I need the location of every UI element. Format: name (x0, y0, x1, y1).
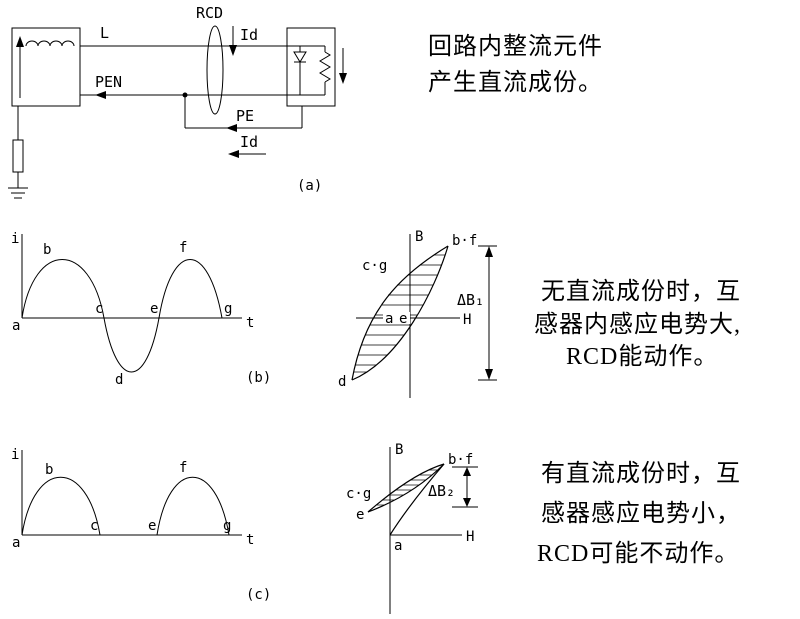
hys-c-B-label: B (395, 442, 403, 458)
ground-icon (8, 187, 28, 199)
up-arrow-icon (16, 36, 24, 47)
load-box (286, 27, 336, 107)
waveform-b: i t a b c d e f g (b) (11, 231, 271, 388)
note-c-line1: 有直流成份时，互 (541, 460, 741, 487)
caption-a: (a) (297, 178, 322, 194)
wave-c-pt-g: g (223, 518, 231, 534)
wave-b-pt-c: c (95, 301, 103, 317)
delta-b1-label: ΔB₁ (457, 291, 484, 309)
hysteresis-b: B H b·f c·g a e d ΔB₁ (338, 229, 497, 398)
note-a-line1: 回路内整流元件 (428, 33, 603, 60)
caption-c: (c) (246, 587, 271, 603)
note-c: 有直流成份时，互 感器感应电势小， RCD可能不动作。 (537, 460, 741, 567)
wave-b-pt-a: a (12, 318, 20, 334)
delta-b1-dimension: ΔB₁ (457, 245, 497, 381)
hys-b-d-label: d (338, 374, 346, 390)
hys-c-main-curve (389, 463, 445, 536)
wave-b-pt-d: d (115, 372, 123, 388)
sine-curve (21, 259, 223, 373)
origin-label-bg (383, 312, 410, 324)
up-arrow-icon (463, 467, 471, 476)
halfwave-hump-2 (156, 477, 230, 536)
wave-b-x-label: t (246, 315, 254, 331)
halfwave-hump-1 (21, 477, 101, 536)
hys-b-a-label: a (385, 311, 393, 327)
down-arrow-icon (485, 369, 493, 380)
down-arrow-icon (229, 45, 237, 56)
label-Id-top: Id (240, 26, 258, 44)
note-c-line2: 感器感应电势小， (541, 500, 741, 527)
down-arrow-icon (339, 73, 347, 84)
wave-b-pt-b: b (43, 242, 51, 258)
hys-b-B-label: B (415, 229, 423, 245)
wave-b-y-label: i (11, 231, 19, 247)
hys-c-e-label: e (356, 507, 364, 523)
label-PEN: PEN (95, 73, 122, 91)
wave-c-x-label: t (246, 532, 254, 548)
up-arrow-icon (485, 246, 493, 257)
source-box (11, 27, 81, 107)
diode-icon (293, 46, 307, 95)
circuit-diagram: L PEN RCD Id (8, 4, 347, 199)
hys-b-hatching (354, 254, 445, 373)
hys-c-cg-label: c·g (346, 486, 371, 502)
label-L: L (100, 24, 109, 42)
hys-b-right-branch (351, 245, 449, 381)
hysteresis-c: B H b·f c·g e a ΔB₂ (346, 442, 478, 614)
hys-b-bf-label: b·f (452, 233, 477, 249)
hys-b-left-branch (351, 245, 449, 381)
label-Id-pe: Id (240, 133, 258, 151)
waveform-c: i t a b c e f g (c) (11, 447, 271, 603)
hys-b-cg-label: c·g (362, 258, 387, 274)
delta-b2-dimension: ΔB₂ (428, 466, 478, 508)
wave-b-pt-e: e (150, 301, 158, 317)
caption-b: (b) (246, 370, 271, 386)
hys-c-H-label: H (466, 529, 474, 545)
note-a-line2: 产生直流成份。 (428, 69, 603, 96)
delta-b2-label: ΔB₂ (428, 482, 455, 500)
wave-c-pt-b: b (45, 462, 53, 478)
hys-c-a-label: a (394, 538, 402, 554)
wave-c-pt-e: e (148, 518, 156, 534)
wave-c-pt-f: f (179, 460, 187, 476)
hys-c-lower-branch (367, 463, 445, 513)
label-PE: PE (236, 107, 254, 125)
note-c-line3: RCD可能不动作。 (537, 540, 739, 567)
note-b: 无直流成份时，互 感器内感应电势大, RCD能动作。 (534, 278, 741, 370)
note-b-line2: 感器内感应电势大, (534, 311, 741, 338)
earth-leg (8, 106, 28, 199)
left-arrow-icon (95, 91, 106, 99)
left-arrow-icon (226, 124, 237, 132)
wave-b-pt-f: f (179, 240, 187, 256)
wave-b-pt-g: g (224, 301, 232, 317)
winding-icon (25, 40, 75, 47)
down-arrow-icon (463, 498, 471, 507)
hys-b-e-label: e (399, 311, 407, 327)
hys-c-hatching (377, 469, 437, 506)
wave-c-pt-a: a (12, 535, 20, 551)
note-b-line3: RCD能动作。 (566, 343, 718, 370)
label-RCD: RCD (196, 4, 223, 22)
earthing-resistor (12, 139, 24, 173)
note-b-line1: 无直流成份时，互 (541, 278, 741, 305)
hys-b-H-label: H (463, 312, 471, 328)
wave-c-y-label: i (11, 447, 19, 463)
resistor-icon (319, 46, 331, 95)
hys-c-bf-label: b·f (448, 452, 473, 468)
left-arrow-icon (228, 150, 239, 158)
note-a: 回路内整流元件 产生直流成份。 (428, 33, 603, 96)
wave-c-pt-c: c (90, 518, 98, 534)
hys-c-upper-branch (367, 463, 445, 513)
rcd-toroid (206, 25, 224, 115)
